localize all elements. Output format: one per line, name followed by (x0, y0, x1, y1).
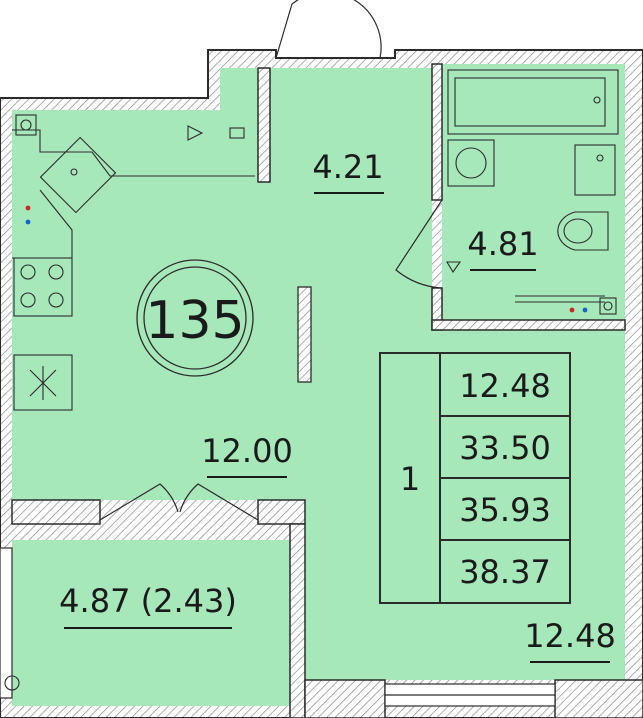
bathroom-floor (442, 64, 625, 320)
fridge (13, 354, 73, 411)
windows (0, 547, 556, 707)
bathroom-sink (574, 144, 616, 196)
balcony-wall-left (11, 499, 101, 525)
bottom-wall-left (304, 679, 386, 718)
bathroom-wall-left (431, 63, 443, 201)
balcony-drain-icon (4, 675, 20, 691)
partition-kitchen-hall (257, 67, 271, 183)
window-balcony-left (0, 547, 13, 699)
bathroom-fixtures (446, 69, 619, 315)
area-summary-table: 1 12.48 33.50 35.93 38.37 (379, 352, 571, 604)
balcony-side-wall (289, 523, 306, 718)
sink (39, 136, 117, 214)
total-area-4: 38.37 (459, 553, 551, 591)
doors (99, 0, 443, 521)
wall-cabinet-icon (15, 114, 37, 136)
balcony-door-left (99, 483, 179, 521)
area-hallway: 4.21 (312, 148, 383, 186)
bathroom-door-swing (395, 199, 443, 289)
total-area-3: 35.93 (459, 491, 551, 529)
area-bathroom: 4.81 (467, 225, 538, 263)
balcony-floor (12, 540, 290, 706)
balcony-wall-right (257, 499, 306, 525)
total-area-1: 12.48 (459, 367, 551, 405)
area-kitchen-living: 12.00 (201, 432, 293, 470)
bottom-wall-right (554, 679, 643, 718)
washing-machine (447, 139, 495, 187)
column (297, 286, 312, 383)
bathtub (447, 69, 619, 135)
hallway-floor (270, 68, 625, 680)
balcony-door-right (179, 483, 259, 521)
room-labels: 4.21 4.81 12.00 4.87 (2.43) 12.48 (59, 148, 616, 663)
apartment-number: 135 (145, 291, 244, 351)
toilet (557, 211, 609, 251)
total-area-2: 33.50 (459, 429, 551, 467)
area-bedroom: 12.48 (524, 617, 616, 655)
kitchen-fixtures (12, 114, 255, 411)
cooktop (13, 257, 73, 317)
bathroom-wall-bottom (431, 319, 626, 331)
vent-marker (187, 125, 204, 141)
room-count: 1 (400, 460, 420, 498)
area-balcony: 4.87 (2.43) (59, 582, 237, 620)
apartment-number-badge: 135 (136, 259, 254, 377)
entry-door-swing (275, 0, 382, 59)
